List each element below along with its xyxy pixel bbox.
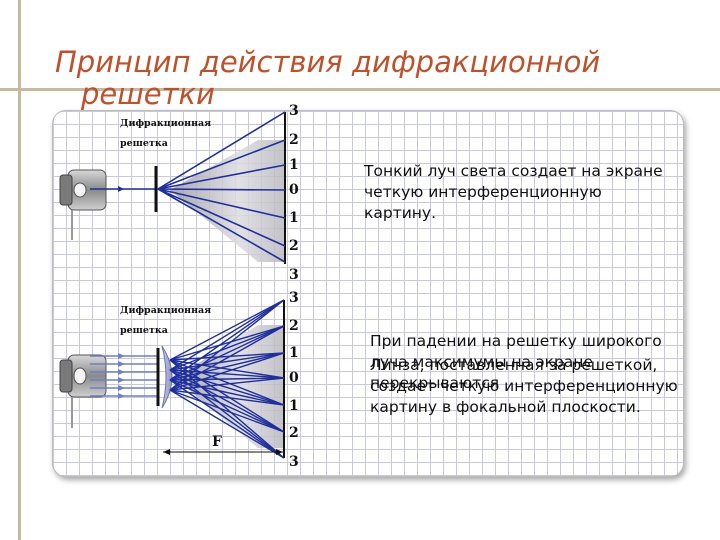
ray-line	[169, 369, 285, 459]
order-labels: 3 2 1 0 1 2 3	[289, 290, 299, 470]
order-label: 1	[289, 157, 299, 173]
order-label: 1	[289, 210, 299, 226]
grating-label-line-1: Дифракционная	[120, 305, 211, 316]
bottom-diagram: Дифракционная решетка F 3 2 1 0 1 2 3	[59, 290, 299, 470]
ray-line	[169, 369, 285, 433]
ray-line	[157, 188, 286, 247]
order-label: 3	[289, 290, 299, 306]
ray-line	[157, 111, 286, 190]
ray-line	[169, 325, 285, 361]
ray-arrow-icon	[118, 385, 125, 391]
light-source-icon	[59, 354, 107, 428]
diffracted-rays	[157, 111, 286, 263]
ray-line	[157, 164, 286, 190]
order-label: 0	[289, 370, 299, 386]
ray-line	[169, 299, 285, 361]
ray-line	[157, 188, 286, 191]
focal-length-marker: F	[163, 434, 283, 455]
order-label: 2	[289, 238, 299, 254]
ray-line	[169, 359, 285, 406]
ray-arrow-icon	[118, 186, 124, 192]
slide-title: Принцип действия дифракционной решетки	[55, 42, 695, 114]
caption-wide-beam: При падении на решетку широкого луча мак…	[370, 332, 662, 392]
wide-beam	[90, 353, 158, 399]
order-labels: 3 2 1 0 1 2 3	[289, 103, 299, 283]
caption-thin-beam: Тонкий луч света создает на экране четку…	[364, 162, 663, 222]
order-label: 3	[289, 267, 299, 283]
grating-label-line-1: Дифракционная	[120, 118, 211, 129]
order-label: 2	[289, 425, 299, 441]
order-label: 3	[289, 103, 299, 119]
ray-arrow-icon	[118, 369, 125, 375]
title-line-2: решетки	[81, 77, 215, 111]
grating-label-line-2: решетка	[120, 325, 168, 336]
ray-arrow-icon	[118, 393, 125, 399]
order-label: 1	[289, 345, 299, 361]
focal-label: F	[212, 434, 222, 450]
ray-line	[169, 352, 285, 361]
lens-shape	[161, 345, 173, 409]
diagram-panel	[52, 110, 684, 477]
vertical-divider-line	[18, 0, 21, 540]
title-line-1: Принцип действия дифракционной	[55, 45, 601, 79]
ray-line	[157, 139, 286, 190]
grating-label-line-2: решетка	[120, 138, 168, 149]
ray-line	[157, 188, 286, 219]
ray-line	[169, 389, 285, 433]
ray-line	[169, 359, 285, 379]
diffracted-rays	[169, 299, 285, 459]
top-diagram: Дифракционная решетка 3 2 1 0 1 2 3	[59, 103, 299, 283]
ray-arrow-icon	[118, 377, 125, 383]
order-label: 3	[289, 454, 299, 470]
order-label: 2	[289, 318, 299, 334]
ray-line	[169, 379, 285, 433]
ray-arrow-icon	[118, 361, 125, 367]
ray-line	[169, 359, 285, 459]
ray-arrow-icon	[118, 353, 125, 359]
order-label: 0	[289, 182, 299, 198]
ray-line	[157, 188, 286, 263]
horizontal-divider-line	[0, 88, 720, 91]
ray-line	[169, 379, 285, 459]
screen-shape	[170, 140, 285, 262]
order-label: 2	[289, 132, 299, 148]
caption-lens: Линза, поставленная за решеткой, создает…	[370, 356, 678, 416]
light-source-icon	[59, 169, 107, 240]
ray-line	[169, 359, 285, 433]
order-label: 1	[289, 398, 299, 414]
ray-line	[169, 389, 285, 459]
